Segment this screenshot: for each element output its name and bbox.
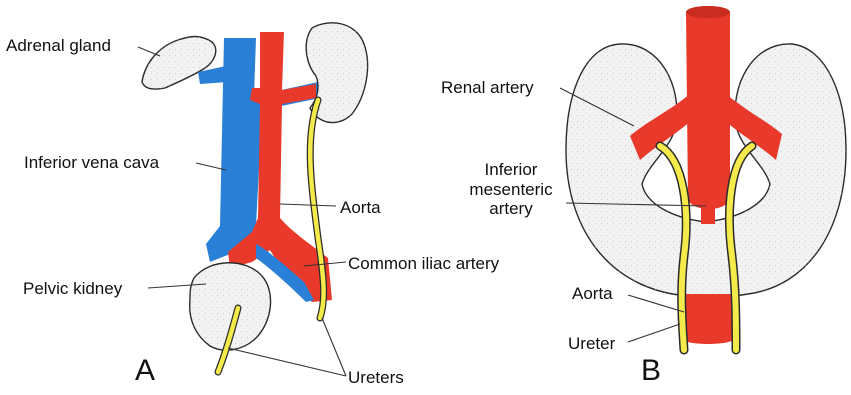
label-inferior-vena-cava: Inferior vena cava xyxy=(24,153,159,173)
label-ureters: Ureters xyxy=(348,368,404,388)
label-inferior-mesenteric-artery: Inferior mesenteric artery xyxy=(456,160,566,219)
label-aorta-a: Aorta xyxy=(340,198,381,218)
panel-a-illustration xyxy=(142,23,368,372)
label-aorta-b: Aorta xyxy=(572,284,613,304)
label-ureter-b: Ureter xyxy=(568,334,615,354)
panel-letter-b: B xyxy=(641,356,661,386)
inferior-mesenteric-artery-shape xyxy=(701,180,715,224)
panel-letter-a: A xyxy=(135,356,155,386)
aorta-upper-shape xyxy=(686,6,730,209)
aorta-lower-shape xyxy=(680,294,736,344)
label-renal-artery: Renal artery xyxy=(441,78,534,98)
label-adrenal-gland: Adrenal gland xyxy=(6,36,111,56)
label-common-iliac-artery: Common iliac artery xyxy=(348,254,499,274)
label-pelvic-kidney: Pelvic kidney xyxy=(23,279,122,299)
